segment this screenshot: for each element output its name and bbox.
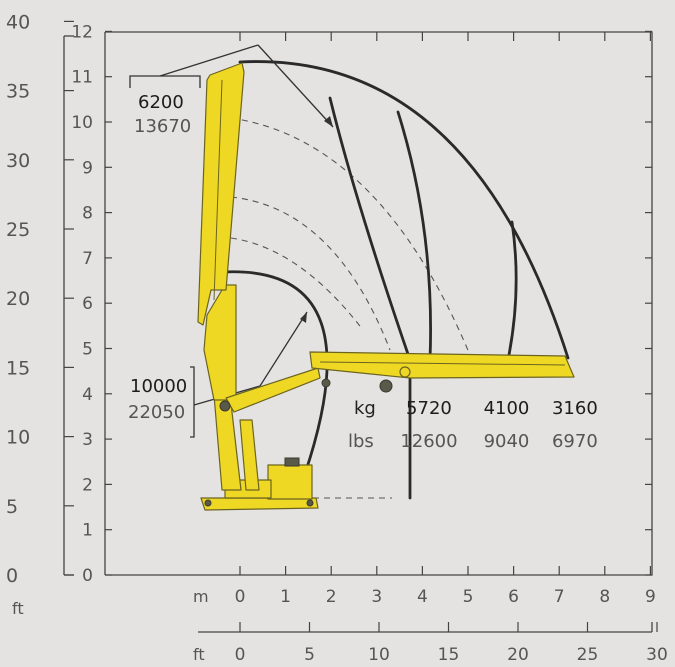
bottom-ft-tick-label: 5 — [304, 645, 315, 665]
bottom-ft-tick-label: 10 — [368, 645, 390, 665]
tip-capacity-kg: 6200 — [138, 92, 184, 113]
crane-base — [200, 497, 319, 511]
lbs-unit-label: lbs — [348, 431, 374, 452]
bottom-m-tick-label: 3 — [371, 587, 382, 607]
left-m-tick-label: 5 — [82, 340, 93, 360]
left-ft-unit-label: ft — [12, 599, 24, 618]
dashed-arc-3 — [230, 237, 364, 331]
left-ft-tick-label: 30 — [6, 150, 30, 172]
bottom-m-tick-label: 0 — [235, 587, 246, 607]
load-curves — [222, 60, 570, 500]
outer-envelope-curve — [238, 60, 570, 360]
left-m-tick-label: 0 — [82, 566, 93, 586]
reach-capacity-lbs: 9040 — [484, 431, 530, 452]
bottom-m-tick-label: 8 — [599, 587, 610, 607]
left-ft-tick-label: 0 — [6, 565, 18, 587]
bottom-ft-unit-label: ft — [193, 645, 205, 664]
bottom-ft-tick-label: 20 — [507, 645, 529, 665]
reach-curve-1 — [328, 96, 412, 500]
bottom-m-tick-label: 7 — [554, 587, 565, 607]
left-m-tick-label: 7 — [82, 249, 93, 269]
bottom-m-tick-label: 9 — [645, 587, 656, 607]
reach-curve-2 — [396, 110, 432, 362]
reach-capacity-kg: 5720 — [406, 398, 452, 419]
left-m-tick-label: 8 — [82, 204, 93, 224]
left-ft-tick-label: 5 — [6, 496, 18, 518]
left-m-tick-label: 11 — [71, 68, 93, 88]
bottom-m-unit-label: m — [193, 587, 209, 606]
reach-capacity-kg: 3160 — [552, 398, 598, 419]
tip-capacity-lbs: 13670 — [134, 116, 191, 137]
left-m-tick-label: 2 — [82, 475, 93, 495]
jib-arm — [309, 351, 575, 379]
side-bracket — [190, 366, 195, 438]
bottom-m-tick-label: 6 — [508, 587, 519, 607]
left-ft-tick-label: 15 — [6, 357, 30, 379]
reach-capacity-lbs: 12600 — [400, 431, 457, 452]
reach-capacity-labels: 5720 12600 4100 9040 3160 6970 — [400, 398, 597, 452]
bottom-ft-tick-label: 30 — [646, 645, 668, 665]
base-capacity-kg: 10000 — [130, 376, 187, 397]
dashed-arc-2 — [230, 196, 391, 351]
bottom-m-tick-label: 4 — [417, 587, 428, 607]
vertical-boom — [197, 62, 245, 326]
bottom-m-tick-label: 5 — [463, 587, 474, 607]
bottom-m-tick-label: 1 — [280, 587, 291, 607]
crane-illustration — [197, 62, 575, 511]
bottom-ft-tick-label: 25 — [577, 645, 599, 665]
base-capacity-lbs: 22050 — [128, 402, 185, 423]
left-ft-tick-label: 25 — [6, 219, 30, 241]
left-m-tick-label: 1 — [82, 521, 93, 541]
top-bracket — [129, 75, 201, 88]
left-m-tick-label: 4 — [82, 385, 93, 405]
left-ft-tick-label: 40 — [6, 11, 30, 33]
reach-capacity-lbs: 6970 — [552, 431, 598, 452]
kg-unit-label: kg — [354, 398, 376, 419]
left-m-tick-label: 3 — [82, 430, 93, 450]
dashed-range-arcs — [230, 117, 471, 356]
tick-marks — [64, 20, 658, 632]
bottom-m-tick-label: 2 — [326, 587, 337, 607]
bottom-ft-tick-label: 15 — [438, 645, 460, 665]
left-ft-tick-label: 35 — [6, 81, 30, 103]
left-ft-tick-label: 10 — [6, 427, 30, 449]
knuckle-boom — [225, 367, 321, 413]
reach-curve-3 — [506, 220, 518, 362]
reach-capacity-kg: 4100 — [484, 398, 530, 419]
left-m-tick-label: 12 — [71, 22, 93, 42]
left-ft-tick-label: 20 — [6, 288, 30, 310]
hook-pulley — [379, 379, 393, 393]
left-m-tick-label: 9 — [82, 158, 93, 178]
lower-cylinder — [239, 419, 260, 491]
leader-lines — [129, 44, 334, 438]
dashed-arc-1 — [230, 117, 471, 356]
left-m-tick-label: 10 — [71, 113, 93, 133]
inner-envelope-curve — [222, 270, 329, 490]
left-m-tick-label: 6 — [82, 294, 93, 314]
bottom-ft-tick-label: 0 — [235, 645, 246, 665]
